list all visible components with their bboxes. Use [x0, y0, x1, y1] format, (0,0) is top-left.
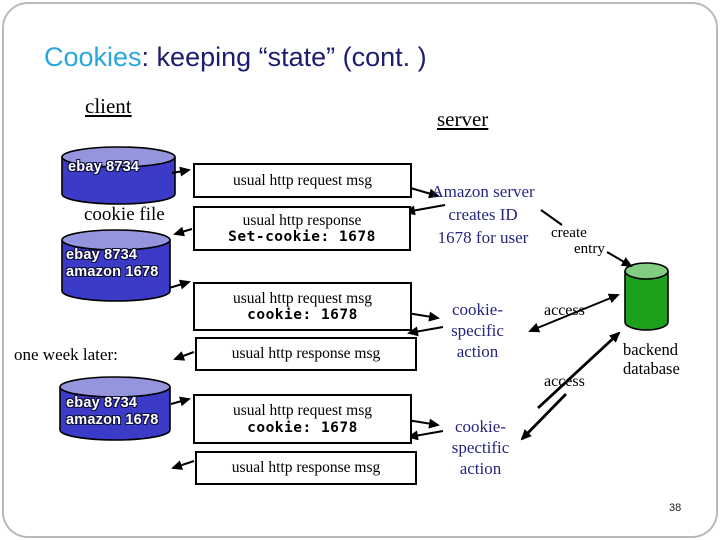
arrow-create-entry-segment	[540, 209, 563, 226]
amazon-server-note: Amazon server creates ID 1678 for user	[416, 180, 550, 249]
create-entry-note: create entry	[551, 225, 605, 257]
access-label-bottom: access	[544, 373, 585, 390]
server-column-heading: server	[437, 107, 489, 131]
amazon-note-line: 1678 for user	[437, 228, 529, 247]
cylinder2-entry-ebay: ebay 8734	[66, 247, 138, 263]
arrow-action1-to-response2	[407, 326, 444, 337]
backend-database-caption: backend database	[623, 340, 680, 378]
cookie-action-line: action	[456, 342, 499, 361]
message-box-response-setcookie: usual http response Set-cookie: 1678	[193, 206, 411, 251]
cookie-action-line: cookie-	[452, 300, 503, 319]
message-text: usual http request msg	[232, 289, 373, 307]
cookie-action-line: cookie-	[455, 417, 506, 436]
backend-db-line: backend	[623, 340, 678, 359]
cylinder1-entry-ebay: ebay 8734	[68, 159, 140, 175]
arrow-request1-to-server	[406, 186, 440, 199]
backend-db-line: database	[623, 359, 680, 378]
message-text: usual http response msg	[231, 459, 381, 477]
arrow-response3-to-client	[171, 460, 195, 470]
cylinder2-entry-amazon: amazon 1678	[66, 264, 159, 280]
message-box-response-3: usual http response msg	[195, 451, 417, 485]
arrow-cyl1-to-request1	[171, 166, 191, 177]
cylinder3-entry-ebay: ebay 8734	[66, 395, 138, 411]
arrow-access-bottom-to-db	[537, 331, 621, 410]
arrow-access-top-bidirectional	[528, 293, 620, 333]
arrow-server-to-response1	[404, 204, 446, 216]
title-highlight: Cookies	[44, 42, 142, 72]
message-box-request-cookie-1: usual http request msg cookie: 1678	[193, 282, 412, 331]
message-text: usual http response msg	[231, 345, 381, 363]
title-rest: : keeping “state” (cont. )	[141, 42, 427, 72]
cookie-action-line: spectific	[451, 438, 510, 457]
cookie-action-line: specific	[451, 321, 504, 340]
cookie-specific-action-note-2: cookie- spectific action	[433, 416, 528, 479]
message-box-request-cookie-2: usual http request msg cookie: 1678	[193, 394, 412, 444]
message-box-response-2: usual http response msg	[195, 337, 417, 371]
arrow-cyl3-to-request3	[170, 396, 191, 407]
create-entry-line: create	[551, 225, 587, 241]
cookie-file-cylinder-2-icon	[61, 229, 171, 302]
page-title: Cookies: keeping “state” (cont. )	[44, 42, 427, 73]
arrow-action2-to-response3	[407, 430, 444, 441]
arrow-response2-to-client	[173, 351, 195, 361]
cookie-file-cylinder-1-icon	[61, 146, 176, 205]
message-text: usual http response	[242, 211, 362, 229]
create-entry-line: entry	[574, 241, 605, 257]
cookie-header: cookie: 1678	[247, 419, 358, 436]
cylinder3-entry-amazon: amazon 1678	[66, 412, 159, 428]
amazon-note-line: Amazon server	[431, 182, 535, 201]
cookie-header: cookie: 1678	[247, 307, 358, 324]
page-number: 38	[669, 502, 682, 514]
client-column-heading: client	[85, 94, 132, 118]
message-text: usual http request msg	[232, 402, 373, 420]
cookie-specific-action-note-1: cookie- specific action	[430, 299, 525, 362]
arrow-request3-to-action2	[406, 418, 440, 429]
amazon-note-line: creates ID	[448, 205, 518, 224]
cookie-action-line: action	[459, 459, 502, 478]
arrow-cyl2-to-request2	[168, 279, 191, 290]
cookie-file-caption: cookie file	[84, 204, 165, 225]
arrow-db-to-action2	[520, 393, 568, 441]
one-week-later-caption: one week later:	[14, 345, 118, 364]
arrow-create-entry-to-db	[606, 251, 633, 268]
message-box-request-1: usual http request msg	[193, 163, 412, 198]
message-text: usual http request msg	[232, 171, 373, 189]
set-cookie-header: Set-cookie: 1678	[228, 229, 376, 246]
arrow-response1-to-cyl2	[173, 226, 193, 237]
access-label-top: access	[544, 302, 585, 319]
cookie-file-cylinder-3-icon	[59, 376, 171, 441]
arrow-request2-to-action1	[406, 311, 440, 322]
backend-database-cylinder-icon	[624, 262, 669, 331]
